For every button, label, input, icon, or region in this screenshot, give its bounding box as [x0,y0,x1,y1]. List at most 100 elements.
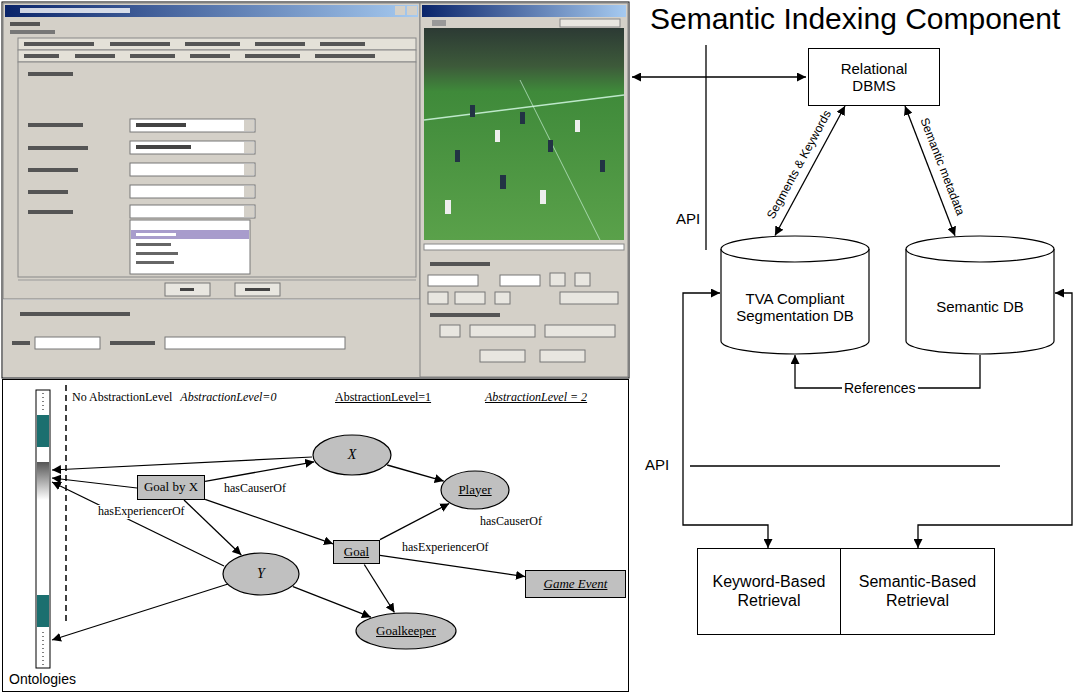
screenshot-detail [428,275,478,286]
edge-label: hasExperiencerOf [96,505,187,519]
api-label: API [676,210,700,227]
node-label: X [348,447,357,463]
ellipse-shape [441,471,509,509]
screenshot-detail [455,150,460,162]
cylinder-top [906,236,1054,262]
screenshot-detail [495,130,500,142]
screenshot-detail [28,72,73,76]
screenshot-detail [10,30,55,34]
concept-ellipse: Goalkeeper [355,612,457,650]
screenshot-detail [548,140,553,152]
screenshot-detail [430,313,500,317]
api-boundary-detail [632,76,806,77]
ellipse-shape [313,435,391,475]
screenshot-detail [470,105,475,117]
screenshot-detail [165,283,210,296]
screenshot-detail [130,185,255,198]
ontology-panel: OntologiesXGoal by XPlayerYGoalGame Even… [2,379,629,692]
node-label: Keyword-Based Retrieval [704,573,834,610]
screenshot-detail [131,230,249,239]
screenshot-detail [560,19,620,27]
dbms-box: Relational DBMS [808,48,940,106]
cylinder-body [721,249,869,354]
screenshot-detail [18,50,416,62]
screenshot-detail [244,206,254,217]
screenshot-detail [130,205,255,218]
screenshot-detail [130,163,255,176]
screenshot-detail [2,2,629,378]
cylinder-body [906,249,1054,354]
video-strip-detail [37,415,49,447]
concept-ellipse: Player [440,470,510,510]
instance-ellipse: X [312,434,392,476]
screenshot-detail [185,42,240,46]
concept-box: Goal [333,540,380,565]
screenshot-detail [395,6,405,15]
screenshot-detail [28,123,83,127]
node-label: Y [257,566,265,582]
screenshot-detail [18,62,416,277]
screenshot-detail [130,119,255,132]
video-strip-detail [43,393,44,412]
screenshot-detail [480,350,525,362]
database-cylinder: Semantic DB [905,235,1055,355]
connector [364,565,394,613]
screenshot-detail [136,145,191,149]
concept-box: Game Event [525,570,626,598]
abstraction-level-label: AbstractionLevel=1 [335,391,431,405]
edge-label: Semantic metadata [916,116,966,217]
abstraction-level-label: AbstractionLevel = 2 [485,391,587,405]
screenshot-detail [130,54,175,58]
screenshot-detail [255,42,305,46]
connector [205,462,314,482]
screenshot-detail [600,160,605,172]
screenshot-detail [244,186,254,197]
api-boundary-detail [690,465,1000,466]
screenshot-detail [20,8,130,13]
screenshot-detail [244,142,254,153]
edge-label: hasCauserOf [222,482,288,496]
screenshot-detail [165,337,345,349]
screenshot-detail [18,38,416,50]
screenshot-detail [500,175,506,189]
screenshot-detail [550,273,565,286]
screenshot-detail [35,337,100,349]
screenshot-detail [28,168,78,172]
screenshot-detail [110,341,155,345]
video-strip-detail [65,385,67,625]
screenshot-detail [315,54,375,58]
video-strip-detail [37,595,49,627]
screenshot-detail [245,54,300,58]
edge-label: Segments & Keywords [765,108,835,221]
connector [380,504,449,540]
instance-ellipse: Y [222,552,300,596]
video-strip [36,385,312,668]
screenshot-detail [3,300,420,377]
retrieval-box: Semantic-Based Retrieval [840,548,995,635]
connector [205,499,333,543]
screenshot-detail [540,350,585,362]
node-label: Semantic-Based Retrieval [847,573,988,610]
screenshot-detail [110,42,170,46]
event-box: Goal by X [137,475,205,500]
screenshot-detail [320,42,365,46]
screenshot-detail [470,325,535,337]
edge-label: hasExperiencerOf [400,541,491,555]
screenshot-detail [24,42,94,46]
video-strip-detail [52,457,312,470]
database-cylinder: TVA Compliant Segmentation DB [720,235,870,355]
edge-label: hasCauserOf [478,515,544,529]
screenshot-detail [575,273,590,286]
screenshot-detail [244,120,254,131]
node-label: Goal by X [144,480,198,495]
screenshot-detail [440,325,460,337]
edge-label: References [842,380,918,396]
node-label: Goalkeeper [376,624,436,639]
screenshot-detail [190,54,230,58]
node-label: Game Event [544,577,608,592]
node-label: Semantic DB [936,298,1024,315]
screenshot-detail [5,5,418,17]
screenshot-detail [130,220,250,274]
node-label: Goal [344,545,369,560]
screenshot-detail [28,190,68,194]
